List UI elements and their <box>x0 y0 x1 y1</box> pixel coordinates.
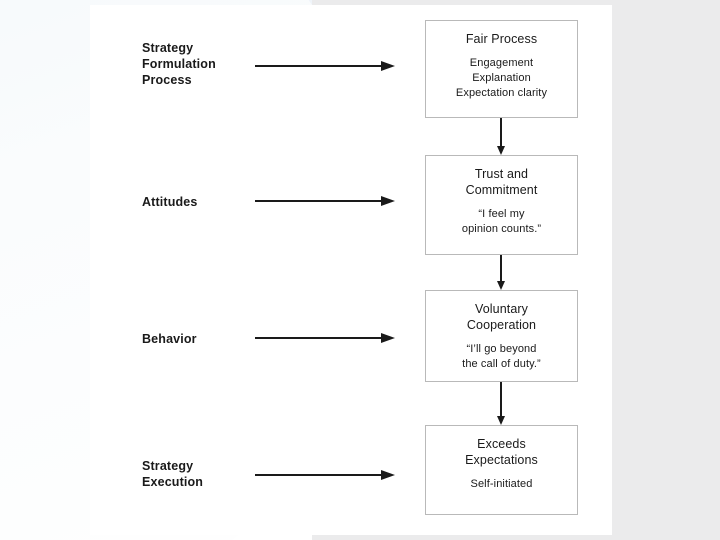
flow-box-title-line: Cooperation <box>466 318 537 332</box>
arrow-head <box>381 61 395 71</box>
stage-label-line: Process <box>142 73 192 87</box>
horizontal-arrow-icon <box>255 196 395 206</box>
arrow-shaft <box>255 337 383 339</box>
flow-box-body-line: the call of duty.” <box>462 358 541 370</box>
flow-box-body-line: opinion counts.” <box>461 223 542 235</box>
flow-box-body: “I’ll go beyond the call of duty.” <box>426 342 577 372</box>
stage-label-line: Attitudes <box>142 195 198 209</box>
arrow-head <box>497 281 505 290</box>
flow-box-exceeds-expectations: Exceeds Expectations Self-initiated <box>425 425 578 515</box>
flow-box-title-line: Commitment <box>465 183 538 197</box>
stage-label-line: Strategy <box>142 41 194 55</box>
stage-label-strategy-formulation-process: Strategy Formulation Process <box>142 40 262 88</box>
arrow-head <box>381 196 395 206</box>
flow-box-title: Trust and Commitment <box>426 166 577 198</box>
flow-box-body-line: Engagement <box>469 57 534 69</box>
arrow-head <box>381 333 395 343</box>
flow-box-body-line: Self-initiated <box>470 478 533 490</box>
flow-box-title-line: Expectations <box>465 453 538 467</box>
flow-box-body-line: Explanation <box>472 72 531 84</box>
vertical-arrow-icon-2 <box>497 255 506 290</box>
flow-box-body-line: “I feel my <box>478 208 525 220</box>
stage-label-behavior: Behavior <box>142 331 262 347</box>
arrow-head <box>497 416 505 425</box>
arrow-shaft <box>500 255 502 281</box>
vertical-arrow-icon-3 <box>497 382 506 425</box>
horizontal-arrow-icon <box>255 61 395 71</box>
flow-box-voluntary-cooperation: Voluntary Cooperation “I’ll go beyond th… <box>425 290 578 382</box>
arrow-shaft <box>500 118 502 146</box>
arrow-shaft <box>500 382 502 416</box>
horizontal-arrow-icon <box>255 470 395 480</box>
flow-box-title-line: Fair Process <box>465 32 538 46</box>
flow-box-body-line: Expectation clarity <box>455 87 548 99</box>
flow-box-title-line: Trust and <box>474 167 529 181</box>
flow-box-body: “I feel my opinion counts.” <box>426 207 577 237</box>
flow-box-title-line: Exceeds <box>477 437 526 451</box>
flow-box-title: Exceeds Expectations <box>426 436 577 468</box>
stage-label-line: Behavior <box>142 332 197 346</box>
flow-box-fair-process: Fair Process Engagement Explanation Expe… <box>425 20 578 118</box>
flow-box-trust-and-commitment: Trust and Commitment “I feel my opinion … <box>425 155 578 255</box>
flow-box-title-line: Voluntary <box>474 302 529 316</box>
flow-box-title: Fair Process <box>426 31 577 47</box>
stage-label-line: Execution <box>142 475 204 489</box>
arrow-shaft <box>255 200 383 202</box>
flow-box-body: Engagement Explanation Expectation clari… <box>426 56 577 101</box>
arrow-shaft <box>255 474 383 476</box>
stage-label-line: Formulation <box>142 57 216 71</box>
flow-box-body: Self-initiated <box>426 477 577 492</box>
stage-label-attitudes: Attitudes <box>142 194 262 210</box>
flow-box-body-line: “I’ll go beyond <box>466 343 537 355</box>
stage-label-line: Strategy <box>142 459 194 473</box>
arrow-shaft <box>255 65 383 67</box>
horizontal-arrow-icon <box>255 333 395 343</box>
arrow-head <box>497 146 505 155</box>
stage-label-strategy-execution: Strategy Execution <box>142 458 262 490</box>
flow-box-title: Voluntary Cooperation <box>426 301 577 333</box>
arrow-head <box>381 470 395 480</box>
vertical-arrow-icon-1 <box>497 118 506 155</box>
